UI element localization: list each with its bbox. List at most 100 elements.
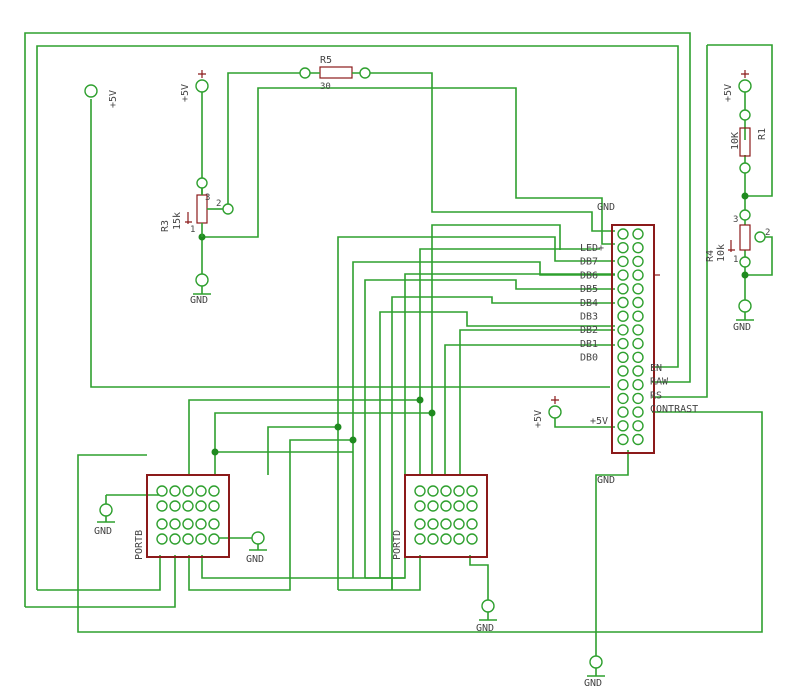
- svg-text:2: 2: [765, 228, 770, 238]
- header-pin: [208, 518, 220, 530]
- vcc-label: +5V: [180, 84, 191, 102]
- gnd-portd: GND: [476, 599, 497, 634]
- lcd-pin: [617, 433, 629, 446]
- lcd-pin: [617, 310, 629, 322]
- lcd-pin: [617, 283, 629, 295]
- header-pin: [195, 533, 207, 545]
- svg-text:1: 1: [733, 255, 738, 265]
- junction-c: [334, 423, 342, 431]
- lcd-pin: [632, 296, 644, 309]
- lcd-pin: [632, 255, 644, 268]
- lcd-pin: [617, 379, 629, 391]
- lcd-pin: [632, 351, 644, 363]
- lcd-label-db0: DB0: [580, 353, 598, 364]
- lcd-pin: [632, 241, 644, 254]
- header-pin: [414, 518, 426, 530]
- header-pin: [182, 500, 194, 512]
- header-pin: [208, 485, 220, 497]
- junction-e: [211, 448, 219, 456]
- svg-text:GND: GND: [733, 322, 751, 333]
- header-pin: [195, 485, 207, 497]
- header-pin: [453, 533, 465, 545]
- header-pin: [169, 485, 181, 497]
- header-pin: [427, 500, 439, 512]
- vcc-label: +5V: [108, 90, 119, 108]
- header-pin: [466, 533, 478, 545]
- header-pin: [182, 518, 194, 530]
- header-pin: [156, 500, 168, 512]
- header-pin: [208, 500, 220, 512]
- lcd-pins: [617, 228, 644, 446]
- svg-text:GND: GND: [190, 295, 208, 306]
- header-pin: [182, 485, 194, 497]
- port-d-header: PORTD: [392, 474, 488, 560]
- header-pin: [195, 518, 207, 530]
- gnd-bottom: GND: [584, 655, 605, 689]
- junction-b: [428, 409, 436, 417]
- port-b-header: PORTB: [134, 474, 230, 560]
- potentiometer-r4: R4 10k 2 1 3: [705, 209, 770, 268]
- gnd-portb-left: GND: [94, 495, 115, 537]
- potentiometer-r3: R3 15k 2 1 3: [160, 177, 234, 237]
- header-pin: [414, 485, 426, 497]
- lcd-pin: [632, 392, 644, 405]
- lcd-pin: [632, 324, 644, 336]
- svg-text:15k: 15k: [172, 212, 183, 230]
- svg-text:R3: R3: [160, 220, 171, 232]
- svg-text:30: 30: [320, 82, 331, 92]
- svg-text:GND: GND: [476, 623, 494, 634]
- lcd-label-contrast: CONTRAST: [650, 404, 698, 415]
- header-pin: [453, 485, 465, 497]
- lcd-label-raw: RAW: [650, 377, 669, 388]
- lcd-label-db4: DB4: [580, 298, 598, 309]
- vcc-top-left: +5V: [84, 84, 119, 108]
- header-pin: [427, 533, 439, 545]
- gnd-r3: GND: [190, 273, 211, 306]
- vcc-label: +5V: [533, 410, 544, 428]
- header-pin: [440, 485, 452, 497]
- header-pin: [440, 518, 452, 530]
- svg-text:10k: 10k: [716, 244, 727, 262]
- lcd-pin: [632, 433, 644, 446]
- lcd-pin: [617, 392, 629, 405]
- svg-text:3: 3: [733, 215, 738, 225]
- header-pin: [182, 533, 194, 545]
- lcd-pin: [617, 420, 629, 432]
- header-pin: [156, 518, 168, 530]
- lcd-label-db7: DB7: [580, 257, 598, 268]
- lcd-pin: [617, 337, 629, 350]
- header-pin: [169, 533, 181, 545]
- junction-a: [416, 396, 424, 404]
- header-pin: [466, 518, 478, 530]
- gnd-lcd-top: GND: [597, 202, 615, 213]
- lcd-pin: [632, 283, 644, 295]
- header-pin: [156, 533, 168, 545]
- junction-r1: [741, 192, 749, 200]
- header-pin: [156, 485, 168, 497]
- svg-text:1: 1: [190, 225, 195, 235]
- lcd-label-en: EN: [650, 363, 662, 374]
- svg-text:2: 2: [216, 199, 221, 209]
- junction-r4: [741, 271, 749, 279]
- lcd-label-rs: RS: [650, 390, 662, 401]
- lcd-right-labels: EN RAW RS CONTRAST: [650, 363, 698, 415]
- header-pin: [427, 485, 439, 497]
- header-pin: [169, 500, 181, 512]
- lcd-label-led-plus: LED+: [580, 243, 604, 254]
- lcd-pin: [632, 337, 644, 350]
- vcc-label: +5V: [723, 84, 734, 102]
- lcd-pin: [617, 365, 629, 377]
- lcd-pin: [632, 379, 644, 391]
- header-pin: [414, 533, 426, 545]
- gnd-r4: GND: [733, 299, 754, 333]
- svg-text:R5: R5: [320, 55, 332, 66]
- svg-text:PORTD: PORTD: [392, 530, 403, 560]
- svg-text:PORTB: PORTB: [134, 530, 145, 560]
- lcd-pin: [617, 241, 629, 254]
- lcd-pin: [632, 269, 644, 281]
- header-pin: [169, 518, 181, 530]
- vcc-r3: +5V: [180, 70, 209, 102]
- lcd-label-db2: DB2: [580, 325, 598, 336]
- lcd-pin: [617, 324, 629, 336]
